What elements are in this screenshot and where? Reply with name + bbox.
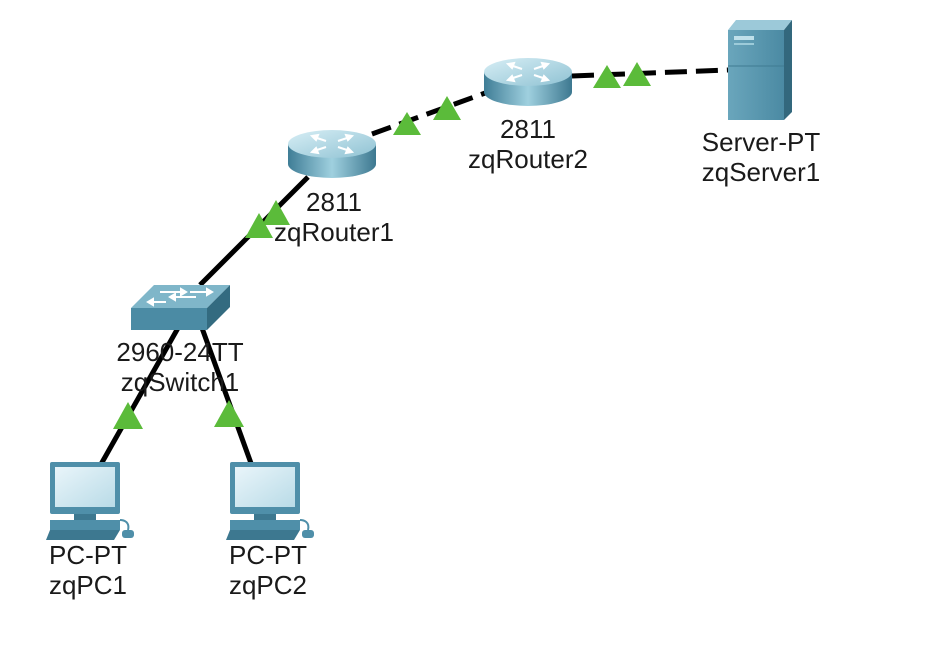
pc-icon (226, 462, 314, 540)
router1-model: 2811 (306, 187, 362, 217)
pc2-model: PC-PT (228, 540, 307, 570)
switch1-device[interactable] (131, 285, 230, 330)
router1-device[interactable] (288, 130, 376, 178)
link-up-indicator (113, 402, 143, 429)
link-router1-router2[interactable] (371, 89, 489, 137)
link-up-indicator (393, 112, 421, 135)
link-up-indicator (214, 400, 244, 427)
link-switch1-pc1[interactable] (97, 326, 181, 468)
server1-name: zqServer1 (701, 157, 821, 187)
pc1-device[interactable] (46, 462, 134, 540)
server1-model: Server-PT (701, 127, 821, 157)
switch1-label: 2960-24TT zqSwitch1 (116, 337, 243, 397)
router-icon (309, 133, 355, 155)
switch1-name: zqSwitch1 (120, 367, 240, 397)
server1-device[interactable] (728, 20, 792, 120)
link-status-layer (113, 62, 651, 429)
router1-name: zqRouter1 (274, 217, 394, 247)
switch1-model: 2960-24TT (116, 337, 244, 367)
router-top (484, 58, 572, 86)
router2-name: zqRouter2 (468, 144, 588, 174)
link-router2-server1[interactable] (571, 67, 729, 79)
link-up-indicator (262, 200, 290, 225)
router2-device[interactable] (484, 58, 572, 106)
router-top (288, 130, 376, 158)
link-up-indicator (433, 96, 461, 120)
link-up-indicator (245, 213, 273, 238)
pc1-name: zqPC1 (48, 570, 128, 600)
server1-label: Server-PT zqServer1 (702, 127, 821, 187)
pc1-label: PC-PT zqPC1 (49, 540, 127, 600)
router2-model: 2811 (500, 114, 556, 144)
pc-icon (46, 462, 134, 540)
pc2-label: PC-PT zqPC2 (229, 540, 307, 600)
link-up-indicator (593, 65, 621, 88)
pc2-device[interactable] (226, 462, 314, 540)
switch-icon (131, 285, 230, 330)
router1-label: 2811 zqRouter1 (274, 187, 394, 247)
pc2-name: zqPC2 (228, 570, 308, 600)
router-icon (505, 61, 551, 83)
link-up-indicator (623, 62, 651, 86)
pc1-model: PC-PT (48, 540, 127, 570)
link-switch1-pc2[interactable] (199, 327, 255, 467)
server-icon (728, 20, 792, 120)
router2-label: 2811 zqRouter2 (468, 114, 588, 174)
